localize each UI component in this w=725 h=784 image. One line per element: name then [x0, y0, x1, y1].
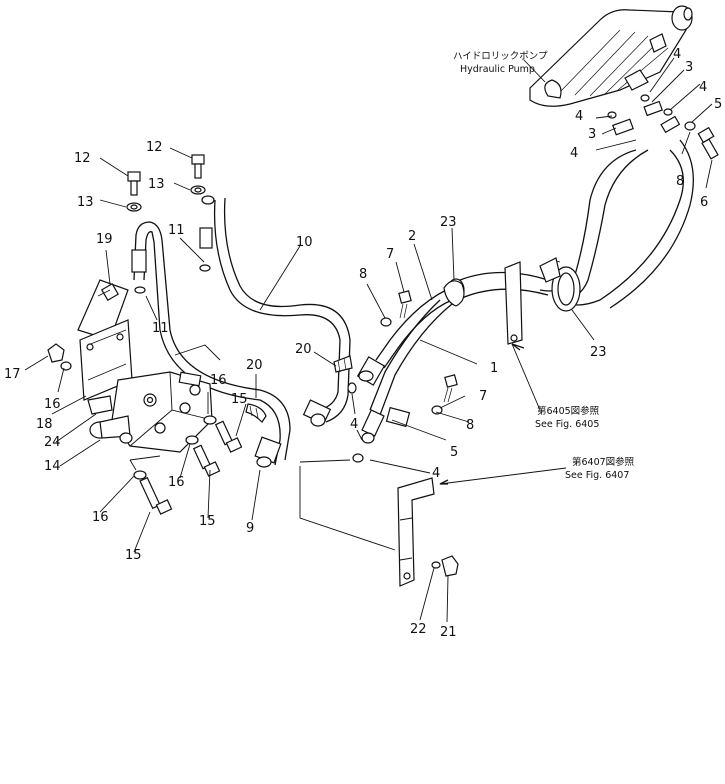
- callout-4: 4: [570, 146, 578, 161]
- pipe-10: [199, 195, 351, 427]
- callout-7: 7: [386, 247, 394, 262]
- ref-6407-jp: 第6407図参照: [572, 456, 635, 468]
- callout-24: 24: [44, 435, 61, 450]
- pump-label-jp: ハイドロリックポンプ: [453, 51, 548, 62]
- callout-4: 4: [575, 109, 583, 124]
- pipe-11: [131, 221, 291, 468]
- callout-1: 1: [490, 361, 498, 376]
- callout-15: 15: [231, 392, 248, 407]
- valve-bolts: [133, 403, 267, 515]
- ref-6405-en: See Fig. 6405: [535, 419, 599, 430]
- ref-6405-jp: 第6405図参照: [537, 405, 600, 417]
- callout-20: 20: [246, 358, 263, 373]
- callout-8: 8: [466, 418, 474, 433]
- callout-3: 3: [588, 127, 596, 142]
- callout-10: 10: [296, 235, 313, 250]
- ref-6407-en: See Fig. 6407: [565, 470, 629, 481]
- callout-20: 20: [295, 342, 312, 357]
- pump-fittings: [607, 94, 719, 160]
- control-valve: [89, 371, 213, 453]
- callout-5: 5: [714, 97, 722, 112]
- callout-16: 16: [168, 475, 185, 490]
- callout-11: 11: [152, 321, 169, 336]
- callout-19: 19: [96, 232, 113, 247]
- callout-5: 5: [450, 445, 458, 460]
- callout-4: 4: [432, 466, 440, 481]
- callout-13: 13: [77, 195, 94, 210]
- callout-8: 8: [359, 267, 367, 282]
- clamps-23: [443, 257, 561, 307]
- callout-21: 21: [440, 625, 457, 640]
- callout-15: 15: [125, 548, 142, 563]
- callout-18: 18: [36, 417, 53, 432]
- callout-17: 17: [4, 367, 21, 382]
- callout-23: 23: [590, 345, 607, 360]
- callout-23: 23: [440, 215, 457, 230]
- callout-2: 2: [408, 229, 416, 244]
- callout-12: 12: [146, 140, 163, 155]
- pump-hoses: [447, 139, 694, 345]
- callout-8: 8: [676, 174, 684, 189]
- callout-9: 9: [246, 521, 254, 536]
- callout-16: 16: [44, 397, 61, 412]
- callout-16: 16: [92, 510, 109, 525]
- hydraulic-pump: [529, 5, 693, 107]
- callout-11: 11: [168, 223, 185, 238]
- callout-14: 14: [44, 459, 61, 474]
- callout-6: 6: [700, 195, 708, 210]
- callout-4: 4: [350, 417, 358, 432]
- callout-22: 22: [410, 622, 427, 637]
- top-bolts: [126, 154, 211, 272]
- pump-label-en: Hydraulic Pump: [460, 64, 535, 75]
- callout-3: 3: [685, 60, 693, 75]
- bolts-7-8: [380, 290, 458, 415]
- bracket-fasteners: [47, 282, 120, 371]
- elbow-20-right: [333, 355, 364, 463]
- callout-15: 15: [199, 514, 216, 529]
- callout-12: 12: [74, 151, 91, 166]
- lower-bracket: [397, 477, 459, 587]
- hose-1: [361, 299, 453, 444]
- callout-13: 13: [148, 177, 165, 192]
- callout-7: 7: [479, 389, 487, 404]
- callout-4: 4: [699, 80, 707, 95]
- callout-16: 16: [210, 373, 227, 388]
- callout-4: 4: [673, 47, 681, 62]
- leader-lines: [24, 57, 713, 623]
